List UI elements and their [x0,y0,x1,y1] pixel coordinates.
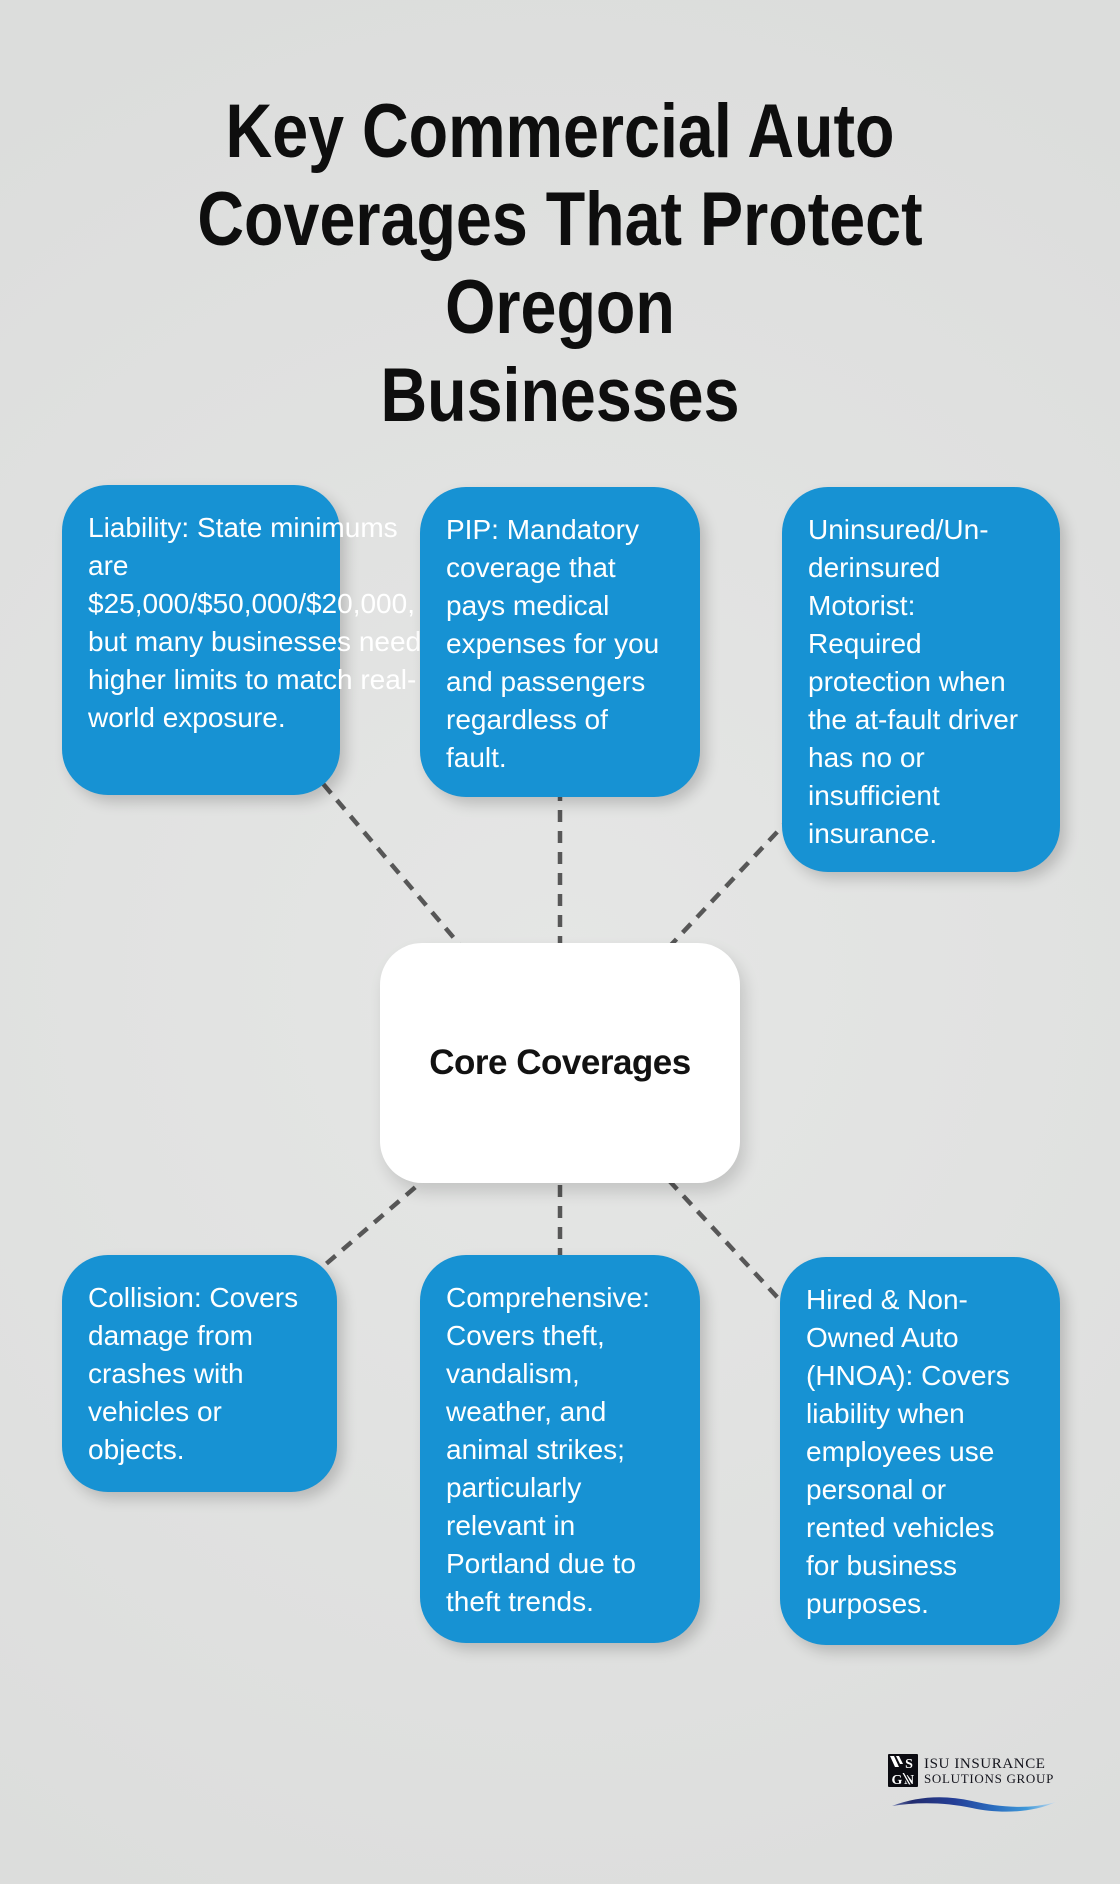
node-pip: PIP: Mandatory coverage that pays medica… [420,487,700,797]
page-title: Key Commercial Auto Coverages That Prote… [84,88,1036,440]
node-text: Collision: Covers damage from crashes wi… [88,1282,299,1465]
node-uninsured-motorist: Uninsured/Un-derinsured Motorist: Requir… [782,487,1060,872]
svg-text:G: G [892,1773,903,1787]
node-hnoa: Hired & Non-Owned Auto (HNOA): Covers li… [780,1257,1060,1645]
node-text: Comprehensive: Covers theft, vandalism, … [446,1282,650,1617]
logo: S G N ISU INSURANCE SOLUTIONS GROUP [888,1754,1060,1816]
logo-subname: SOLUTIONS GROUP [924,1771,1055,1786]
node-text: PIP: Mandatory coverage that pays medica… [446,514,660,773]
center-node-core-coverages: Core Coverages [380,943,740,1183]
svg-text:S: S [905,1757,913,1772]
node-liability: Liability: State minimums are $25,000/$5… [62,485,421,795]
connector-line [197,1061,562,1375]
center-node-label: Core Coverages [429,1043,691,1082]
node-text: Hired & Non-Owned Auto (HNOA): Covers li… [806,1284,1010,1619]
page-title-line: Coverages That Protect Oregon [197,177,923,350]
logo-swoosh-icon [892,1797,1056,1812]
logo-name: ISU INSURANCE [924,1756,1046,1772]
node-collision: Collision: Covers damage from crashes wi… [62,1255,337,1492]
node-comprehensive: Comprehensive: Covers theft, vandalism, … [420,1255,700,1643]
page-title-line: Businesses [380,353,740,438]
node-text: Liability: State minimums are $25,000/$5… [88,512,422,733]
isu-monogram-icon: S G N [888,1754,918,1787]
node-text: Uninsured/Un-derinsured Motorist: Requir… [808,514,1019,849]
page-title-line: Key Commercial Auto [225,89,895,174]
